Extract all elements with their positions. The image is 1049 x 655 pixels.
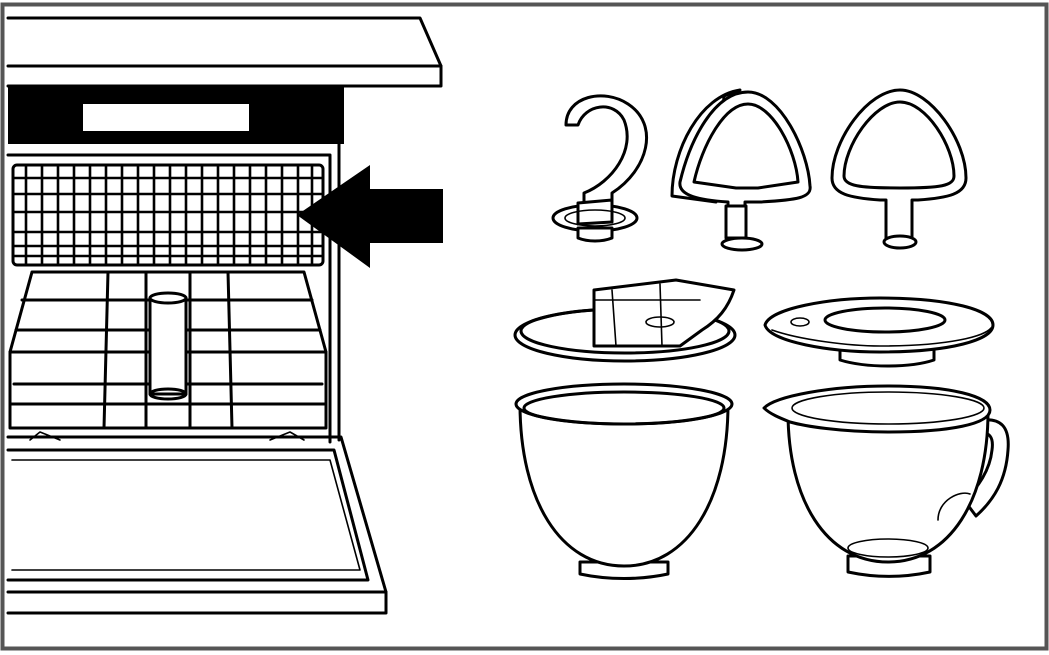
- spray-column: [150, 293, 186, 399]
- control-panel: [8, 87, 344, 144]
- display-window: [83, 104, 249, 131]
